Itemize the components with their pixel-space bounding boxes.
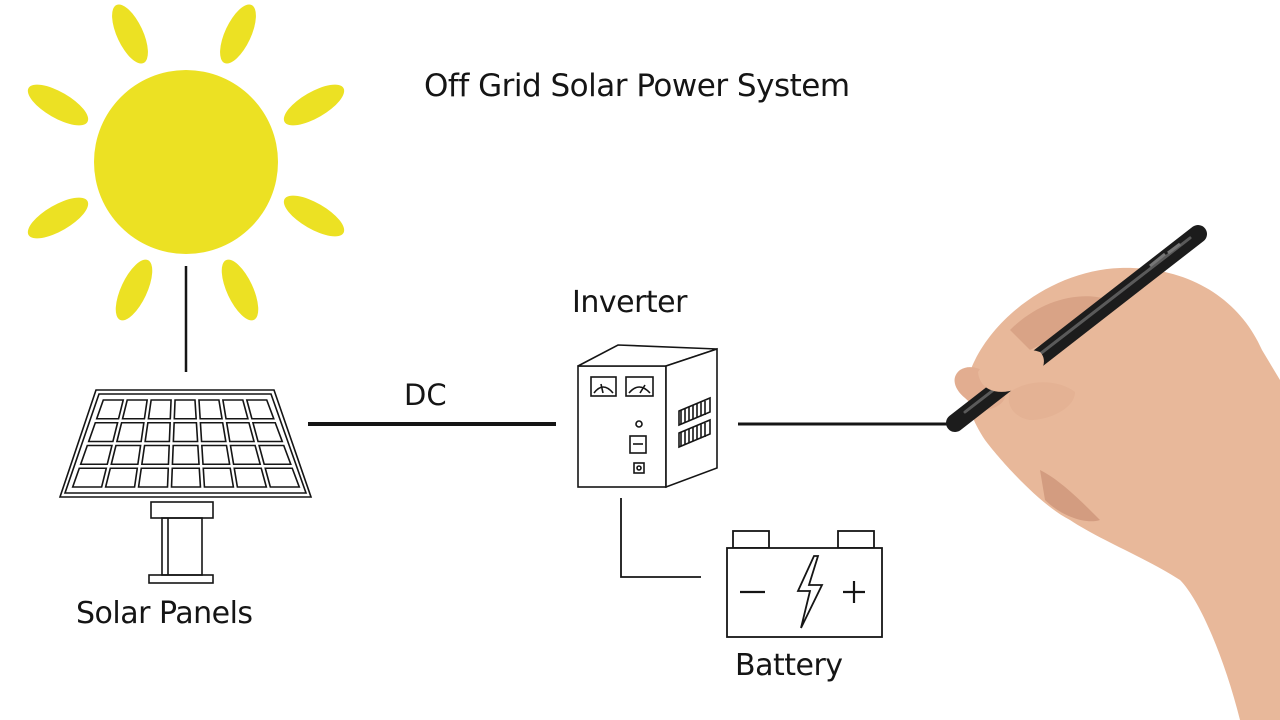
solar-panel-icon	[58, 389, 313, 584]
panel-cell	[202, 467, 235, 488]
vent-frame	[678, 418, 711, 449]
panel-cell	[199, 421, 227, 443]
panel-cell	[264, 467, 301, 488]
panel-cell	[104, 467, 139, 488]
panel-cell	[115, 421, 145, 443]
panel-cell	[233, 467, 268, 488]
solar-panels-label: Solar Panels	[76, 596, 253, 631]
panel-cell	[144, 421, 171, 443]
panel-cell	[258, 444, 292, 466]
panel-cell	[225, 421, 256, 443]
panel-cell	[171, 444, 200, 466]
panel-cell	[251, 421, 284, 443]
drawing-hand-icon	[946, 225, 1280, 720]
panel-cell	[170, 467, 202, 488]
battery-label: Battery	[735, 648, 843, 683]
panel-cell	[140, 444, 171, 466]
panel-cell	[200, 444, 231, 466]
panel-cell	[121, 399, 149, 420]
sun-icon	[27, 4, 345, 321]
vent-frame	[678, 396, 711, 427]
panel-cell	[147, 399, 172, 420]
inverter-icon	[577, 344, 718, 489]
panel-cell	[95, 399, 125, 420]
panel-cell	[221, 399, 249, 420]
panel-cell	[87, 421, 119, 443]
panel-cell	[137, 467, 170, 488]
diagram-title: Off Grid Solar Power System	[424, 68, 850, 104]
battery-icon	[726, 530, 883, 638]
inverter-label: Inverter	[572, 285, 687, 320]
panel-cell	[172, 421, 199, 443]
panel-cell	[198, 399, 223, 420]
panel-cell	[229, 444, 262, 466]
panel-cell	[245, 399, 275, 420]
inverter-to-battery-line	[620, 498, 701, 578]
panel-cell	[173, 399, 198, 420]
panel-cell	[79, 444, 113, 466]
panel-cell	[110, 444, 142, 466]
dc-edge-label: DC	[404, 378, 447, 412]
panel-cell	[71, 467, 108, 488]
